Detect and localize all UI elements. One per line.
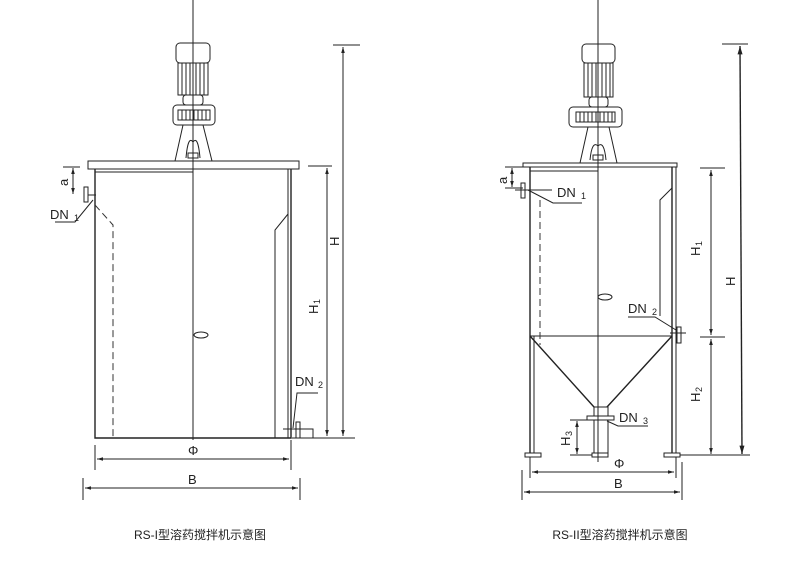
rs1-dim-h: H bbox=[327, 44, 360, 436]
rs1-h1-label: H bbox=[306, 305, 321, 314]
rs1-impeller bbox=[193, 331, 209, 339]
rs2-a-label: a bbox=[495, 176, 510, 184]
rs1-caption: RS-I型溶药搅拌机示意图 bbox=[134, 527, 266, 542]
rs2-dim-b: B bbox=[521, 462, 683, 500]
rs1-h-label: H bbox=[327, 237, 342, 246]
rs2-h3-sub: 3 bbox=[564, 431, 574, 436]
rs1-phi-label: Φ bbox=[188, 443, 198, 458]
rs2-h2-label: H bbox=[688, 393, 703, 402]
rs2-dim-h1: H 1 bbox=[688, 167, 725, 338]
rs1-a-label: a bbox=[56, 178, 71, 186]
rs1-dn2-sub: 2 bbox=[318, 380, 323, 390]
rs2-h3-label: H bbox=[558, 437, 573, 446]
rs2-dim-h: H bbox=[722, 43, 748, 455]
rs2-nozzle-dn2: DN 2 bbox=[628, 301, 686, 344]
rs2-h-label: H bbox=[723, 277, 738, 286]
rs2-dn2-sub: 2 bbox=[652, 307, 657, 317]
rs1-dim-b: B bbox=[82, 472, 301, 500]
rs2-dn3-label: DN bbox=[619, 410, 638, 425]
rs2-foot-left bbox=[524, 452, 542, 458]
rs1-h1-sub: 1 bbox=[312, 299, 322, 304]
rs1-dn2-label: DN bbox=[295, 374, 314, 389]
rs2-outlet-dn3: DN 3 bbox=[606, 410, 648, 427]
rs1-motor bbox=[172, 42, 216, 162]
rs1-dim-a: a bbox=[56, 166, 80, 194]
rs2-dn3-sub: 3 bbox=[643, 416, 648, 426]
rs2-h2-sub: 2 bbox=[694, 387, 704, 392]
rs2-dim-a: a bbox=[495, 166, 523, 189]
rs2-dn1-label: DN bbox=[557, 185, 576, 200]
rs2-dn2-label: DN bbox=[628, 301, 647, 316]
rs2-motor bbox=[568, 43, 623, 164]
rs1-dim-phi: Φ bbox=[94, 440, 292, 470]
rs2-dim-h2: H 2 bbox=[680, 339, 750, 456]
rs1-nozzle-dn1: DN 1 bbox=[50, 186, 96, 223]
rs1-b-label: B bbox=[188, 472, 197, 487]
rs2-h1-sub: 1 bbox=[694, 241, 704, 246]
rs2-dim-phi: Φ bbox=[529, 456, 677, 478]
rs2-b-label: B bbox=[614, 476, 623, 491]
rs1-diagram: DN 1 DN 2 a H 1 H bbox=[50, 0, 360, 542]
rs2-dim-h3: H 3 bbox=[558, 419, 592, 456]
rs2-phi-label: Φ bbox=[614, 456, 624, 471]
rs2-nozzle-dn1: DN 1 bbox=[515, 182, 586, 204]
rs2-lid bbox=[522, 162, 678, 168]
rs2-foot-center bbox=[591, 452, 609, 458]
rs1-dn1-label: DN bbox=[50, 207, 69, 222]
rs2-dn1-sub: 1 bbox=[581, 191, 586, 201]
rs2-caption: RS-II型溶药搅拌机示意图 bbox=[552, 527, 687, 542]
rs1-dn1-sub: 1 bbox=[74, 213, 79, 223]
rs2-h1-label: H bbox=[688, 247, 703, 256]
rs1-dim-h1: H 1 bbox=[292, 165, 355, 439]
rs2-diagram: DN 1 DN 2 DN 3 a H 3 bbox=[495, 0, 750, 542]
rs2-impeller bbox=[597, 293, 613, 301]
rs2-foot-right bbox=[663, 452, 681, 458]
rs1-nozzle-dn2: DN 2 bbox=[283, 374, 323, 439]
